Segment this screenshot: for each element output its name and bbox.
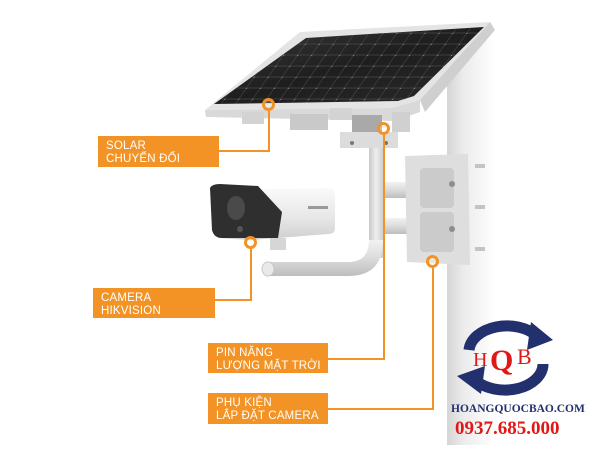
- callout-accessory: PHỤ KIỆN LẮP ĐẶT CAMERA: [208, 393, 328, 424]
- support-tube: [369, 148, 383, 258]
- callout-battery-line2: LƯỢNG MẶT TRỜI: [216, 360, 321, 372]
- callout-camera-line1: CAMERA: [101, 292, 152, 304]
- logo-letter-b: B: [517, 344, 532, 369]
- connector-battery-h: [325, 358, 385, 360]
- pole-clamp: [405, 154, 485, 265]
- callout-accessory-line2: LẮP ĐẶT CAMERA: [216, 410, 319, 422]
- logo-website: HOANGQUOCBAO.COM: [451, 403, 585, 415]
- callout-solar-line2: CHUYỂN ĐỔI: [106, 153, 181, 165]
- bullet-camera: [210, 184, 335, 250]
- connector-accessory-h: [326, 408, 434, 410]
- arrow-clockwise-icon: [527, 322, 553, 350]
- marker-ring-battery: [377, 122, 390, 135]
- connector-battery-v: [383, 135, 385, 360]
- brand-mark: [308, 206, 328, 209]
- marker-ring-solar: [262, 98, 275, 111]
- connector-camera-h: [214, 299, 252, 301]
- callout-solar-line1: SOLAR: [106, 140, 146, 152]
- callout-camera-line2: HIKVISION: [101, 305, 161, 317]
- callout-solar: SOLAR CHUYỂN ĐỔI: [98, 136, 219, 167]
- callout-battery-line1: PIN NĂNG: [216, 347, 274, 359]
- callout-camera: CAMERA HIKVISION: [93, 288, 215, 318]
- logo-letter-q: Q: [490, 344, 513, 377]
- hqb-logo: H Q B: [457, 320, 553, 396]
- marker-ring-accessory: [426, 255, 439, 268]
- marker-ring-camera: [244, 236, 257, 249]
- logo-letter-h: H: [473, 349, 487, 371]
- connector-camera-v: [250, 249, 252, 301]
- arrow-counterclockwise-icon: [457, 366, 485, 394]
- callout-accessory-line1: PHỤ KIỆN: [216, 397, 272, 409]
- connector-solar-v: [268, 111, 270, 152]
- connector-solar-h: [218, 150, 270, 152]
- callout-battery: PIN NĂNG LƯỢNG MẶT TRỜI: [208, 343, 328, 373]
- logo-phone: 0937.685.000: [455, 418, 560, 439]
- solar-panel: [205, 22, 495, 148]
- connector-accessory-v: [432, 268, 434, 410]
